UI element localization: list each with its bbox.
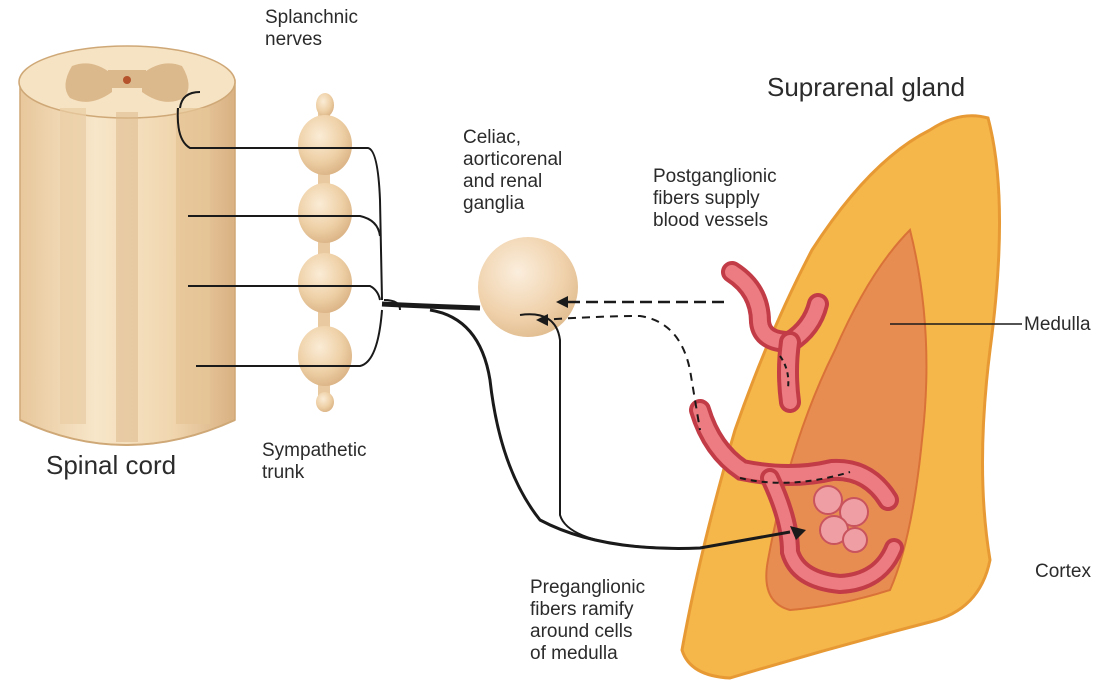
splanchnic-nerves-label: Splanchnic nerves (265, 7, 358, 51)
sympathetic-trunk-chain (298, 93, 352, 412)
suprarenal-gland-label: Suprarenal gland (767, 72, 965, 102)
medulla-label: Medulla (1024, 314, 1091, 336)
postganglionic-fibers-label: Postganglionic fibers supply blood vesse… (653, 166, 777, 232)
celiac-ganglia-label: Celiac, aorticorenal and renal ganglia (463, 127, 562, 215)
preganglionic-fibers-label: Preganglionic fibers ramify around cells… (530, 577, 645, 665)
cortex-label: Cortex (1035, 561, 1091, 583)
sympathetic-trunk-label: Sympathetic trunk (262, 440, 367, 484)
spinal-cord-segment (19, 46, 235, 445)
celiac-ganglion (478, 237, 578, 337)
spinal-cord-label: Spinal cord (46, 450, 176, 480)
